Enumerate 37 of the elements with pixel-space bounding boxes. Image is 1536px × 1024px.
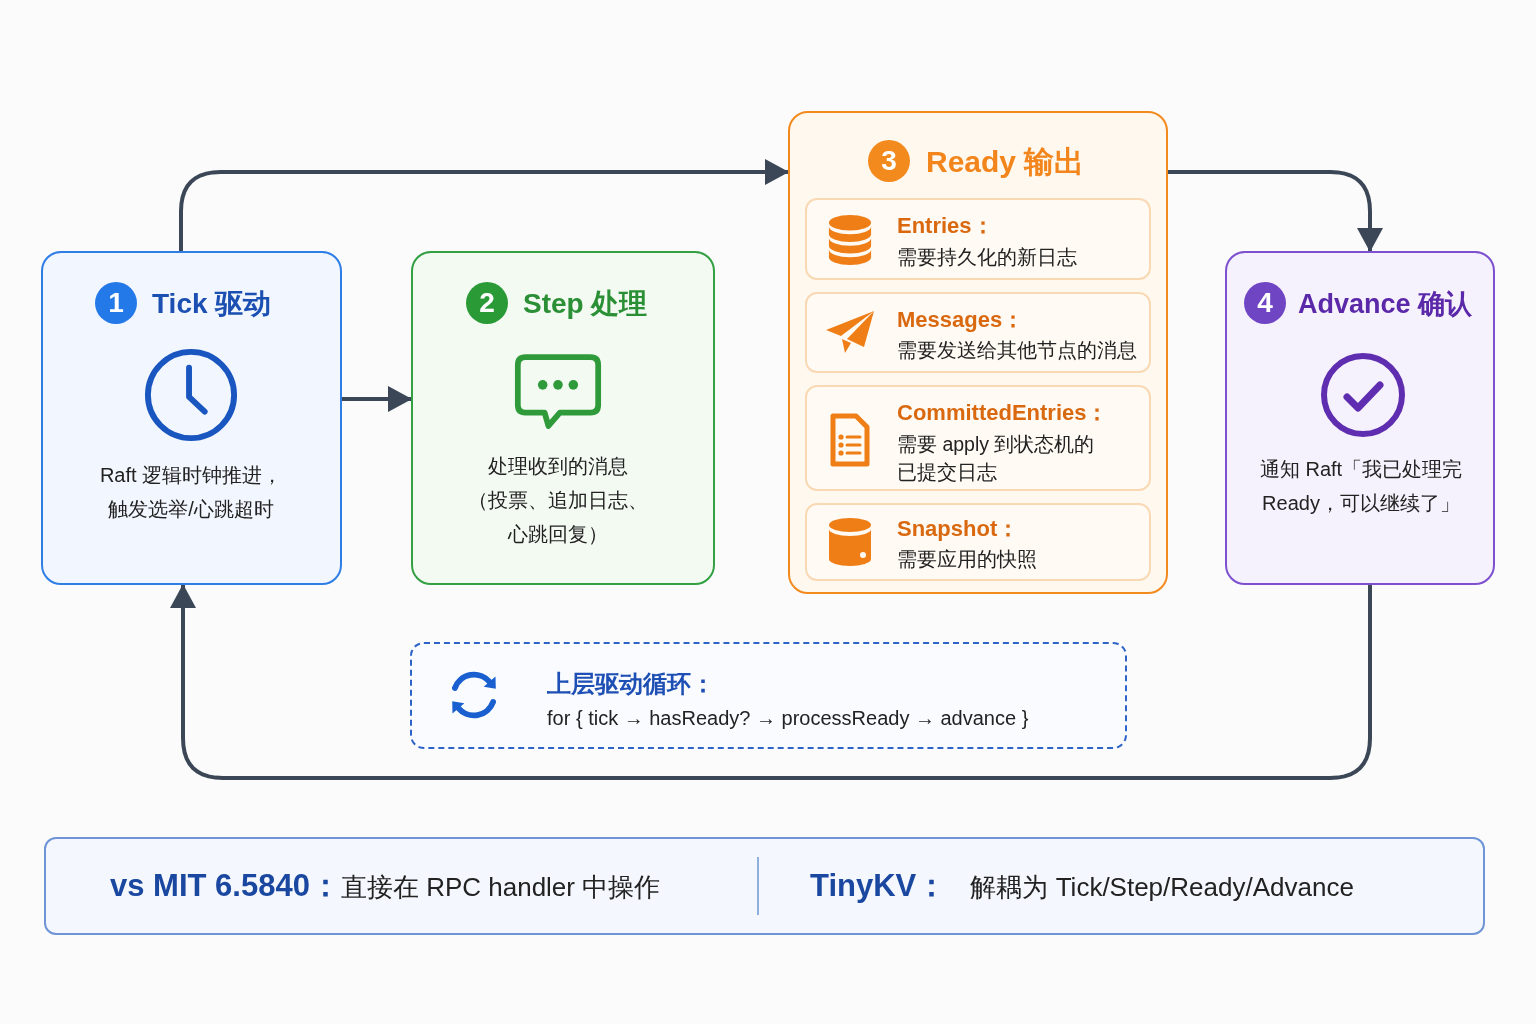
output-item-card	[805, 385, 1151, 491]
comparison-panel	[44, 837, 1485, 935]
stage-card	[41, 251, 342, 585]
flow-arrow	[179, 159, 789, 251]
output-item-card	[805, 292, 1151, 373]
output-item-card	[805, 503, 1151, 581]
card-description: 通知 Raft「我已处理完 Ready，可以继续了」	[1258, 457, 1464, 516]
step-number-badge: 1	[95, 282, 137, 324]
card-description: Raft 逻辑时钟推进，触发选举/心跳超时	[98, 463, 284, 522]
comparison-text: vs MIT 6.5840：直接在 RPC handler 中操作	[110, 867, 661, 905]
item-description: 需要发送给其他节点的消息	[897, 338, 1138, 363]
card-description: 处理收到的消息（投票、追加日志、心跳回复）	[467, 454, 649, 547]
card-title: Advance 确认	[1298, 288, 1473, 321]
code-line: for { tick → hasReady? → processReady → advance }	[547, 706, 1029, 731]
comparison-text: TinyKV： 解耦为 Tick/Step/Ready/Advance	[810, 867, 1354, 905]
step-number-badge: 4	[1244, 282, 1286, 324]
item-description: 需要持久化的新日志	[897, 245, 1078, 270]
card-title: Tick 驱动	[152, 287, 272, 321]
stage-card	[411, 251, 715, 585]
item-title: Entries：	[897, 212, 994, 240]
item-description: 需要 apply 到状态机的已提交日志	[897, 432, 1096, 485]
item-title: Snapshot：	[897, 515, 1020, 543]
step-number-badge: 3	[868, 140, 910, 182]
flow-arrow	[342, 386, 412, 412]
dashed-note-panel	[410, 642, 1127, 749]
flow-arrow	[170, 584, 1372, 780]
output-item-card	[805, 198, 1151, 280]
loop-title: 上层驱动循环：	[547, 669, 715, 699]
stage-card	[1225, 251, 1495, 585]
step-number-badge: 2	[466, 282, 508, 324]
flow-arrow	[1168, 170, 1383, 252]
card-title: Ready 输出	[926, 144, 1085, 180]
item-title: Messages：	[897, 306, 1025, 334]
stage-card	[788, 111, 1168, 594]
item-title: CommittedEntries：	[897, 399, 1109, 427]
card-title: Step 处理	[523, 287, 648, 321]
item-description: 需要应用的快照	[897, 547, 1038, 572]
